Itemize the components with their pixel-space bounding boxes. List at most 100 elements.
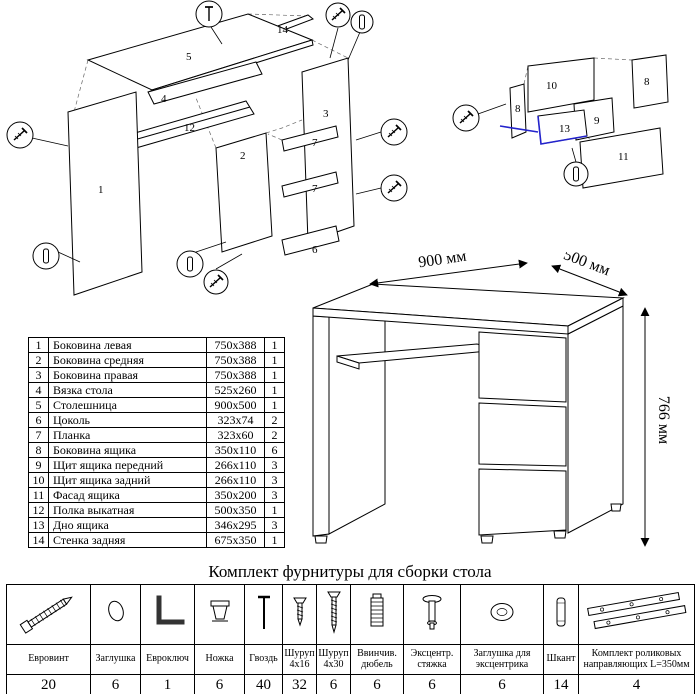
part-size: 323x74	[206, 412, 265, 428]
exploded-view-drawer: 10 8 8 9 13 11	[452, 54, 669, 189]
hardware-item-name: Шуруп 4x16	[282, 644, 317, 675]
part-qty: 6	[264, 442, 285, 458]
part-name: Планка	[48, 427, 207, 443]
part-label-7a: 7	[312, 137, 318, 149]
hardware-names-row: Евровинт Заглушка Евроключ Ножка Гвоздь …	[6, 644, 695, 675]
fastener-callout	[32, 242, 81, 270]
part-qty: 3	[264, 472, 285, 488]
part-number: 4	[28, 382, 49, 398]
part-1-left-panel	[67, 91, 143, 296]
part-qty: 3	[264, 487, 285, 503]
fastener-callout	[347, 10, 374, 61]
dowel-icon	[187, 256, 193, 272]
part-8-drawer-side-right	[631, 54, 669, 109]
part-qty: 1	[264, 397, 285, 413]
part-name: Щит ящика передний	[48, 457, 207, 473]
drawer-bottom-highlight	[499, 115, 588, 145]
hardware-icon-cell	[403, 584, 461, 645]
hardware-icon-cell	[460, 584, 544, 645]
hardware-item-qty: 6	[90, 674, 141, 694]
hardware-item-name: Ввинчив. дюбель	[350, 644, 404, 675]
hardware-qty-row: 20 6 1 6 40 32 6 6 6 6 14 4	[6, 674, 695, 694]
desk-drawer-unit-side	[567, 305, 624, 534]
hardware-item-name: Ножка	[194, 644, 245, 675]
hardware-item-qty: 6	[403, 674, 461, 694]
part-label-11: 11	[618, 151, 629, 163]
part-label-2: 2	[240, 150, 246, 162]
part-size: 346x295	[206, 517, 265, 533]
part-4-rail	[147, 61, 263, 105]
hardware-item-name: Заглушка	[90, 644, 141, 675]
part-label-8b: 8	[515, 103, 521, 115]
part-size: 750x388	[206, 337, 265, 353]
fastener-callout	[195, 0, 223, 45]
part-qty: 3	[264, 457, 285, 473]
part-6-plinth	[281, 225, 340, 256]
hardware-icons-row	[6, 584, 695, 645]
part-7-plank-upper	[281, 125, 339, 152]
part-label-7b: 7	[312, 183, 318, 195]
part-label-8a: 8	[644, 76, 650, 88]
hardware-icon-cell	[140, 584, 195, 645]
hardware-icon-cell	[194, 584, 245, 645]
screw-4x30-icon	[326, 591, 341, 634]
part-size: 675x350	[206, 532, 265, 548]
drawer-slides-icon	[586, 591, 686, 630]
part-label-13: 13	[559, 123, 571, 135]
nail-icon	[257, 595, 270, 629]
part-qty: 2	[264, 427, 285, 443]
dowel-icon	[573, 166, 579, 182]
hardware-item-name: Шуруп 4x30	[316, 644, 351, 675]
fastener-callout	[452, 103, 507, 132]
part-name: Боковина средняя	[48, 352, 207, 368]
cap-icon	[107, 600, 124, 622]
dowel-icon	[556, 597, 566, 627]
part-label-12: 12	[184, 122, 195, 134]
desk-drawer-front-3	[478, 468, 567, 536]
hardware-item-name: Гвоздь	[244, 644, 283, 675]
part-name: Щит ящика задний	[48, 472, 207, 488]
part-size: 266x110	[206, 472, 265, 488]
part-size: 350x110	[206, 442, 265, 458]
part-name: Боковина правая	[48, 367, 207, 383]
hardware-item-qty: 6	[316, 674, 351, 694]
screw-4x16-icon	[292, 597, 307, 627]
part-number: 7	[28, 427, 49, 443]
part-number: 2	[28, 352, 49, 368]
part-name: Боковина ящика	[48, 442, 207, 458]
part-number: 1	[28, 337, 49, 353]
part-label-4: 4	[161, 93, 167, 105]
part-label-10: 10	[546, 80, 558, 92]
fastener-callout	[355, 174, 408, 202]
part-3-right-panel	[301, 57, 355, 243]
fastener-callout	[563, 147, 589, 187]
part-number: 11	[28, 487, 49, 503]
part-size: 350x200	[206, 487, 265, 503]
dimension-depth-label: 500 мм	[561, 252, 612, 279]
part-label-1: 1	[98, 184, 104, 196]
part-size: 323x60	[206, 427, 265, 443]
fastener-callout	[355, 118, 408, 146]
hex-key-icon	[156, 595, 184, 625]
exploded-view-desk: 14 5 4 12 2 1 3 7 7 6	[6, 0, 408, 296]
desk-left-panel-front	[312, 315, 330, 537]
assembled-desk-view: 900 мм 500 мм 766 мм	[312, 252, 672, 547]
part-8-drawer-side-left	[509, 83, 527, 139]
fastener-callout	[6, 121, 69, 149]
dimension-arrow-width	[369, 259, 528, 288]
hardware-item-name: Шкант	[543, 644, 579, 675]
fastener-callout	[325, 2, 351, 59]
part-label-9: 9	[594, 115, 600, 127]
cam-bolt-icon	[422, 595, 442, 630]
part-size: 900x500	[206, 397, 265, 413]
dimension-width-label: 900 мм	[417, 252, 467, 271]
